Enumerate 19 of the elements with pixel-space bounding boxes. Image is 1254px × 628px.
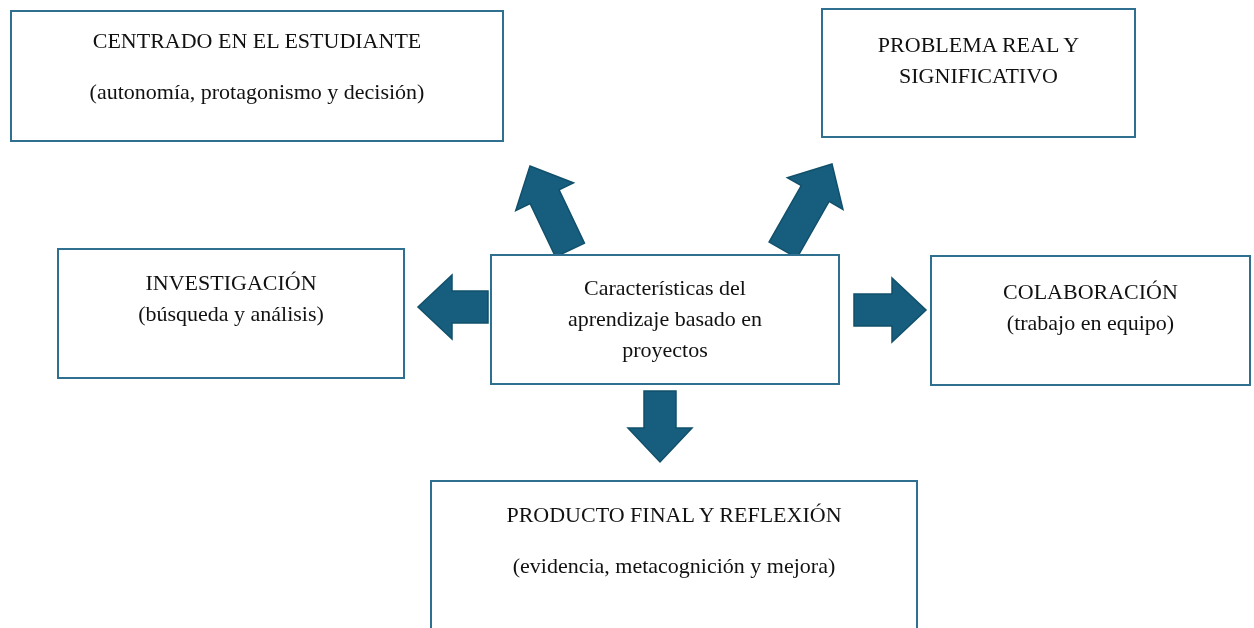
box-subtitle: (búsqueda y análisis): [138, 299, 324, 328]
box-subtitle: (evidencia, metacognición y mejora): [512, 551, 836, 580]
text-box: [821, 8, 1136, 138]
box-title: Características del aprendizaje basado en proyectos: [566, 274, 764, 364]
text-box: [930, 255, 1251, 386]
text-box: [430, 480, 918, 628]
text-box: [57, 248, 405, 379]
box-title: COLABORACIÓN: [1003, 278, 1178, 306]
box-subtitle: (autonomía, protagonismo y decisión): [89, 77, 425, 106]
block-arrow: [416, 273, 489, 341]
block-arrow: [853, 276, 928, 344]
text-box: [490, 254, 840, 385]
box-title: PRODUCTO FINAL Y REFLEXIÓN: [506, 501, 842, 529]
box-title: PROBLEMA REAL Y SIGNIFICATIVO: [876, 31, 1081, 90]
box-title: INVESTIGACIÓN: [145, 269, 317, 297]
box-subtitle: (trabajo en equipo): [1006, 308, 1175, 337]
block-arrow: [626, 390, 694, 464]
text-box: [10, 10, 504, 142]
box-title: CENTRADO EN EL ESTUDIANTE: [92, 27, 422, 55]
